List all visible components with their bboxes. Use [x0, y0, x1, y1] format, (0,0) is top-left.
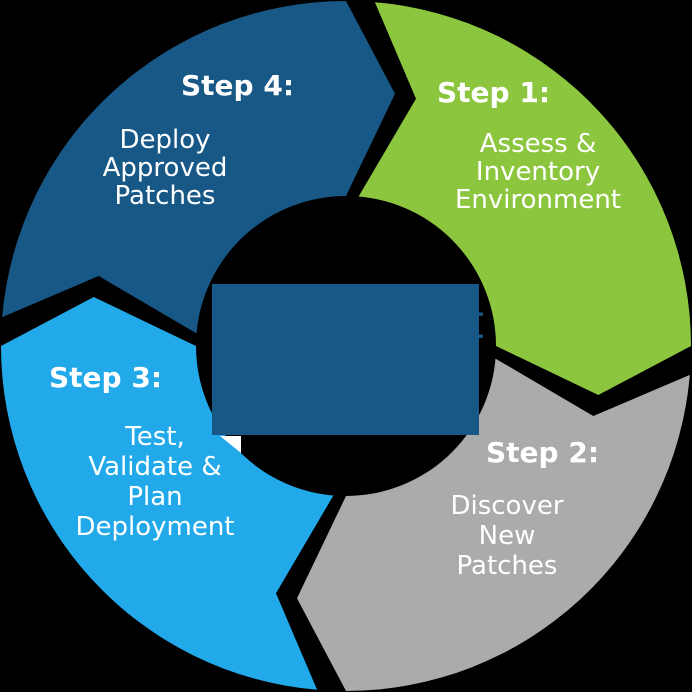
segment-step-4 [2, 0, 395, 334]
step-3-line: Validate & [88, 452, 222, 482]
step-2-label: Step 2: [486, 436, 600, 469]
step-2-line: Discover [450, 491, 564, 521]
step-3-line: Test, [125, 422, 185, 452]
step-3-line: Plan [127, 482, 183, 512]
step-4-line: Patches [114, 181, 216, 211]
step-4-line: Deploy [119, 125, 211, 155]
white-wedge [220, 436, 241, 453]
segment-step-3 [0, 297, 334, 690]
step-1-label: Step 1: [437, 76, 551, 109]
step-2-text: Discover New Patches [387, 491, 627, 581]
step-1-line: Assess & [479, 129, 597, 159]
step-3-label: Step 3: [49, 361, 163, 394]
step-4-line: Approved [102, 153, 228, 183]
step-2-line: New [478, 521, 536, 551]
step-1-text: Assess & Inventory Environment [418, 130, 658, 214]
step-2-line: Patches [456, 551, 558, 581]
step-4-text: Deploy Approved Patches [45, 126, 285, 210]
center-cover-box [212, 284, 479, 435]
step-1-line: Environment [454, 185, 622, 215]
step-1-line: Inventory [475, 157, 601, 187]
segment-step-2 [297, 358, 690, 692]
step-3-line: Deployment [75, 512, 235, 542]
step-3-text: Test, Validate & Plan Deployment [35, 422, 275, 542]
step-4-label: Step 4: [181, 69, 295, 102]
segment-step-1 [358, 2, 691, 395]
